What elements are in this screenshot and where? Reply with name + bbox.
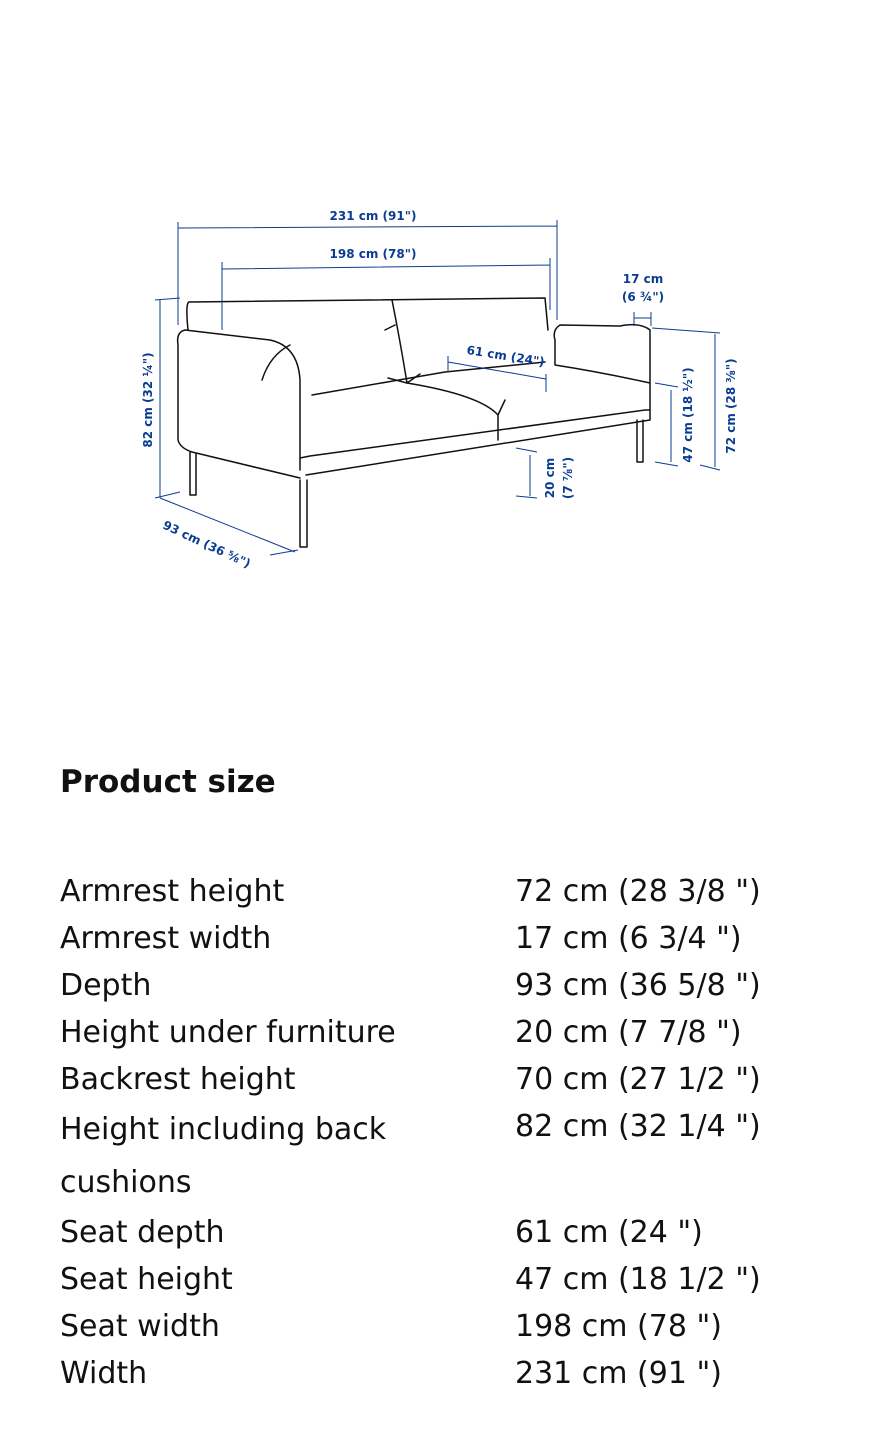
spec-value: 198 cm (78 ") [515, 1309, 722, 1344]
spec-value: 47 cm (18 1/2 ") [515, 1262, 761, 1297]
spec-label: Seat height [60, 1262, 233, 1297]
dim-armrest-height: 72 cm (28 ⅜") [724, 358, 738, 453]
spec-row: Width 231 cm (91 ") [60, 1350, 820, 1397]
spec-value: 82 cm (32 1/4 ") [515, 1109, 761, 1144]
spec-list: Armrest height 72 cm (28 3/8 ") Armrest w… [60, 868, 820, 1397]
spec-label: Width [60, 1356, 148, 1391]
spec-value: 93 cm (36 5/8 ") [515, 968, 761, 1003]
spec-row: Depth 93 cm (36 5/8 ") [60, 962, 820, 1009]
spec-label: Seat depth [60, 1215, 225, 1250]
spec-value: 61 cm (24 ") [515, 1215, 703, 1250]
spec-value: 70 cm (27 1/2 ") [515, 1062, 761, 1097]
dim-armrest-width-in: (6 ¾") [622, 290, 664, 304]
dim-armrest-width-cm: 17 cm [623, 272, 664, 286]
spec-label: Armrest height [60, 874, 285, 909]
spec-value: 17 cm (6 3/4 ") [515, 921, 742, 956]
dim-under-in: (7 ⅞") [561, 457, 575, 499]
spec-row: Height including back cushions 82 cm (32 … [60, 1103, 820, 1209]
dim-width-total: 231 cm (91") [330, 209, 417, 223]
sofa-dimension-diagram: 231 cm (91") 198 cm (78") 17 cm (6 ¾") 6… [141, 209, 738, 571]
sofa-drawing [176, 297, 651, 548]
spec-label: Backrest height [60, 1062, 296, 1097]
dim-depth: 93 cm (36 ⅝") [161, 518, 253, 571]
spec-row: Seat height 47 cm (18 1/2 ") [60, 1256, 820, 1303]
dim-seat-height: 47 cm (18 ½") [681, 367, 695, 462]
spec-row: Armrest width 17 cm (6 3/4 ") [60, 915, 820, 962]
spec-row: Height under furniture 20 cm (7 7/8 ") [60, 1009, 820, 1056]
spec-value: 20 cm (7 7/8 ") [515, 1015, 742, 1050]
spec-row: Seat depth 61 cm (24 ") [60, 1209, 820, 1256]
spec-label: Seat width [60, 1309, 220, 1344]
spec-row: Armrest height 72 cm (28 3/8 ") [60, 868, 820, 915]
spec-label: Armrest width [60, 921, 272, 956]
dimension-lines [154, 220, 721, 556]
dim-height-total: 82 cm (32 ¼") [141, 352, 155, 447]
spec-label: Height under furniture [60, 1015, 396, 1050]
spec-row: Backrest height 70 cm (27 1/2 ") [60, 1056, 820, 1103]
dim-under-cm: 20 cm [543, 458, 557, 499]
spec-row: Seat width 198 cm (78 ") [60, 1303, 820, 1350]
spec-label: Depth [60, 968, 152, 1003]
spec-value: 231 cm (91 ") [515, 1356, 722, 1391]
spec-label: Height including back cushions [60, 1112, 387, 1200]
spec-value: 72 cm (28 3/8 ") [515, 874, 761, 909]
dim-seat-width: 198 cm (78") [330, 247, 417, 261]
section-title: Product size [60, 764, 276, 800]
